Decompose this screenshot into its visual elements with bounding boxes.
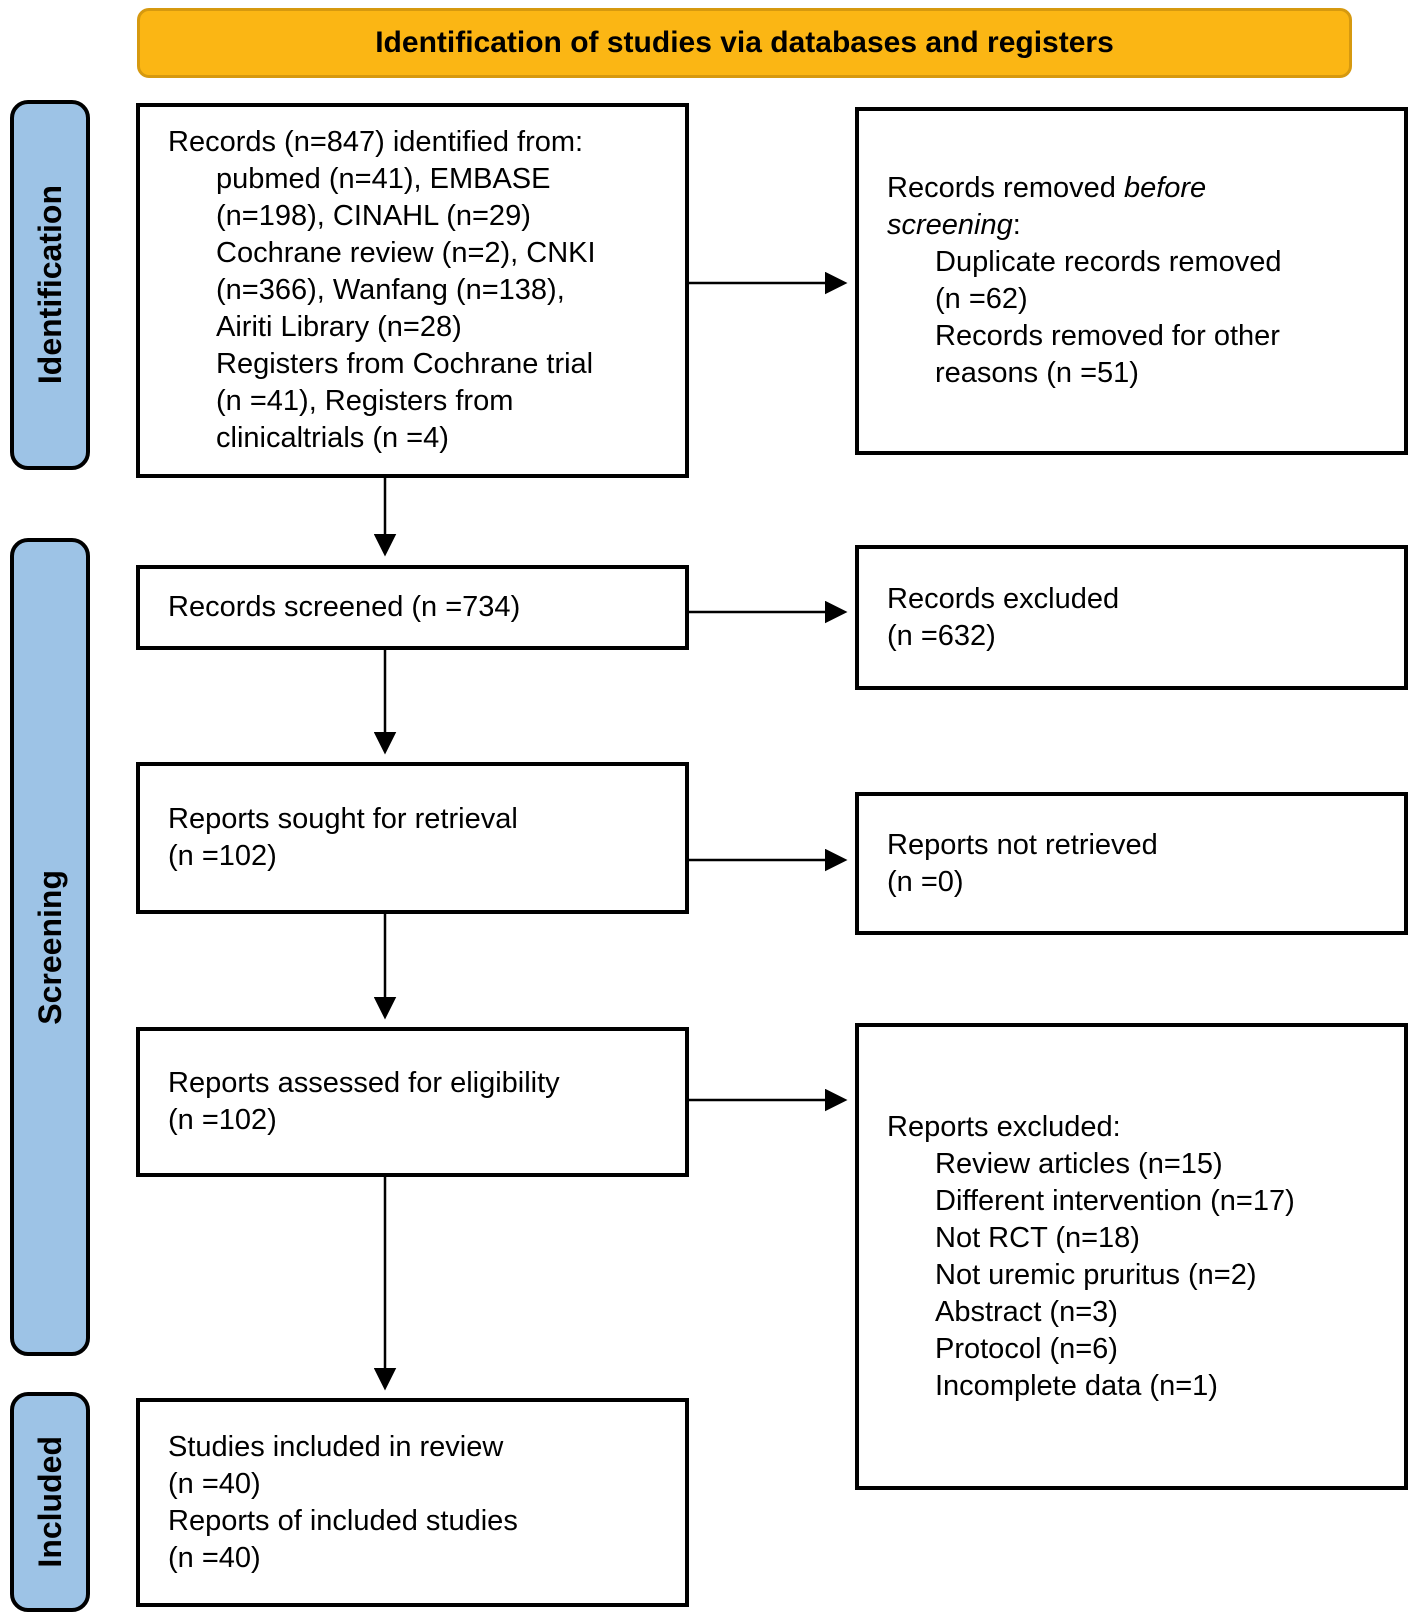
box-text-line: Airiti Library (n=28) [216,311,462,343]
box-text-line: Incomplete data (n=1) [935,1369,1218,1402]
box-text-line: Records removed for other [935,320,1280,352]
box-text-line: Records screened (n =734) [168,591,521,623]
stage-label-text: Screening [31,869,68,1025]
box-text-line: reasons (n =51) [935,357,1139,389]
box-text-line: Reports assessed for eligibility [168,1067,560,1099]
box-text-line: (n =102) [168,1104,277,1136]
box-text-line: Records excluded [887,582,1120,615]
header-title: Identification of studies via databases … [375,26,1114,59]
box-studies-included: Studies included in review (n =40) Reports… [136,1398,689,1607]
box-text-line: (n =0) [887,865,964,898]
box-text-line: Not RCT (n=18) [935,1221,1140,1254]
box-reports-assessed: Reports assessed for eligibility (n =102) [136,1027,689,1177]
box-records-removed: Records removed before screening: Duplicat… [855,107,1408,455]
box-text-line: (n =40) [168,1541,261,1574]
stage-label-text: Included [31,1436,68,1568]
box-text-line: (n =62) [935,283,1028,315]
box-records-identified: Records (n=847) identified from: pubmed (… [136,103,689,478]
box-text-line: (n =41), Registers from [216,385,514,417]
box-text-line: Reports of included studies [168,1504,518,1537]
box-reports-sought: Reports sought for retrieval (n =102) [136,762,689,914]
box-text-line: Reports sought for retrieval [168,803,518,835]
box-records-excluded: Records excluded (n =632) [855,545,1408,690]
stage-label-included: Included [10,1392,90,1612]
box-reports-excluded: Reports excluded: Review articles (n=15) D… [855,1023,1408,1490]
header-banner: Identification of studies via databases … [137,8,1352,78]
box-text-line: Not uremic pruritus (n=2) [935,1258,1257,1291]
stage-label-text: Identification [31,185,68,385]
box-text-line: Protocol (n=6) [935,1332,1118,1365]
box-text-line: Review articles (n=15) [935,1147,1223,1180]
box-text-line: (n =632) [887,619,996,652]
box-text-line: Reports not retrieved [887,828,1158,861]
box-text-line: Reports excluded: [887,1110,1121,1143]
box-text-line: Duplicate records removed [935,246,1282,278]
box-text-line: Records (n=847) identified from: [168,126,584,158]
box-text-line: Studies included in review [168,1430,504,1463]
box-text-line: (n=198), CINAHL (n=29) [216,200,531,232]
box-text-line: Different intervention (n=17) [935,1184,1295,1217]
box-text-line: Abstract (n=3) [935,1295,1118,1328]
box-reports-not-retrieved: Reports not retrieved (n =0) [855,792,1408,935]
box-text-line: clinicaltrials (n =4) [216,422,449,454]
box-text-line: pubmed (n=41), EMBASE [216,163,551,195]
box-text-line: Cochrane review (n=2), CNKI [216,237,596,269]
box-text-line: Registers from Cochrane trial [216,348,594,380]
box-text-line: (n =40) [168,1467,261,1500]
stage-label-identification: Identification [10,100,90,470]
box-text-line: screening: [887,209,1021,241]
box-text-line: (n =102) [168,840,277,872]
box-records-screened: Records screened (n =734) [136,565,689,650]
stage-label-screening: Screening [10,538,90,1356]
box-text-line: Records removed before [887,172,1207,204]
box-text-line: (n=366), Wanfang (n=138), [216,274,565,306]
